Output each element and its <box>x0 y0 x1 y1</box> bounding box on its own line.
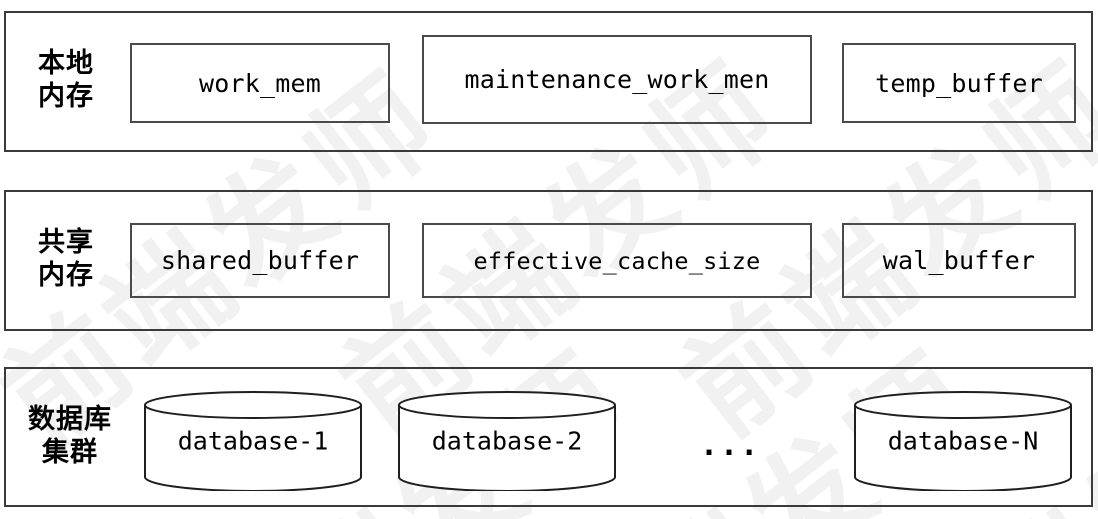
param-box-maintenance-work-mem[interactable]: maintenance_work_men <box>422 35 812 124</box>
section-shared-memory <box>4 190 1093 331</box>
param-box-shared-buffer[interactable]: shared_buffer <box>130 223 390 298</box>
database-label: database-N <box>887 426 1039 456</box>
section-label-line-1: 数据库 <box>28 404 112 436</box>
cylinder-shape-icon <box>398 391 616 491</box>
database-cylinder-1[interactable]: database-1 <box>143 391 363 491</box>
section-local-memory <box>4 11 1093 152</box>
cylinder-shape-icon <box>854 391 1072 491</box>
ellipsis-indicator: ... <box>700 428 761 463</box>
database-cylinder-n[interactable]: database-N <box>853 391 1073 491</box>
database-label: database-1 <box>177 426 329 456</box>
section-label-line-1: 本地 <box>38 48 94 80</box>
param-box-wal-buffer[interactable]: wal_buffer <box>842 223 1076 298</box>
param-label: effective_cache_size <box>473 246 761 275</box>
section-label-line-2: 集群 <box>42 437 98 468</box>
param-box-effective-cache-size[interactable]: effective_cache_size <box>422 223 812 298</box>
param-label: shared_buffer <box>160 246 360 275</box>
section-label-database-cluster: 数据库 集群 <box>6 404 134 470</box>
param-label: maintenance_work_men <box>464 65 770 94</box>
param-label: temp_buffer <box>875 68 1043 98</box>
section-label-line-1: 共享 <box>38 227 94 259</box>
param-label: wal_buffer <box>882 246 1036 275</box>
section-label-line-2: 内存 <box>38 81 94 112</box>
param-label: work_mem <box>198 68 321 98</box>
section-label-line-2: 内存 <box>38 260 94 291</box>
section-label-local-memory: 本地 内存 <box>10 48 122 114</box>
cylinder-shape-icon <box>144 391 362 491</box>
param-box-temp-buffer[interactable]: temp_buffer <box>842 43 1076 123</box>
database-cylinder-2[interactable]: database-2 <box>397 391 617 491</box>
section-database-cluster <box>4 367 1093 507</box>
section-label-shared-memory: 共享 内存 <box>10 227 122 293</box>
database-label: database-2 <box>431 426 583 456</box>
param-box-work-mem[interactable]: work_mem <box>130 43 390 123</box>
